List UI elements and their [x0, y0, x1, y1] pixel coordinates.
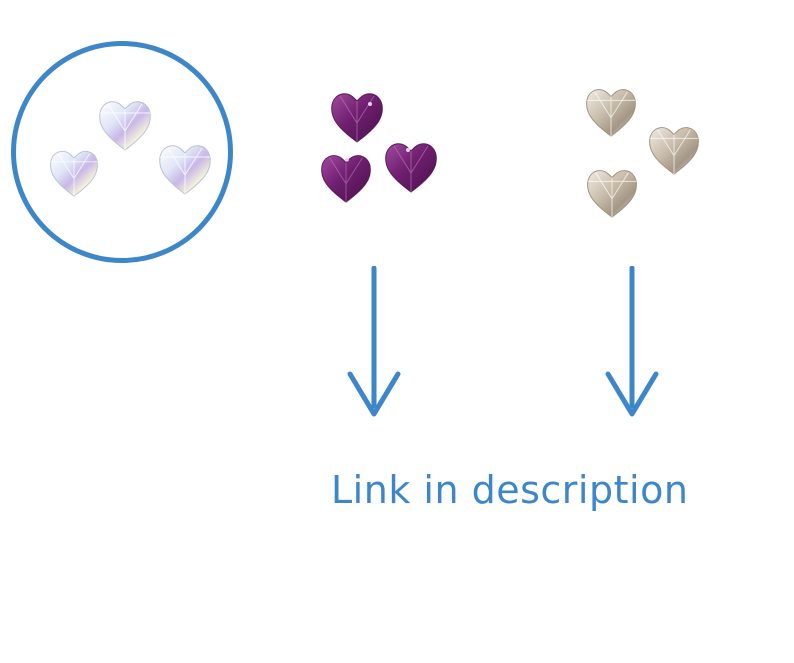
heart-silver-shade-2	[649, 127, 699, 175]
arrow-down-icon	[347, 266, 401, 417]
heart-silver-shade-3	[587, 170, 637, 218]
heart-crystal-ab-2	[50, 150, 98, 197]
link-caption[interactable]: Link in description	[331, 468, 689, 512]
selection-circle	[11, 41, 233, 263]
heart-amethyst-3	[385, 143, 437, 193]
arrow-down-icon	[605, 266, 659, 417]
variant-amethyst[interactable]	[300, 70, 460, 210]
heart-amethyst-2	[321, 155, 371, 203]
variant-crystal-ab[interactable]	[0, 0, 250, 280]
heart-amethyst-1	[331, 93, 383, 143]
heart-crystal-ab-1	[99, 101, 151, 151]
heart-crystal-ab-3	[159, 145, 211, 195]
heart-silver-shade-1	[586, 89, 636, 137]
variant-silver-shade[interactable]	[570, 70, 730, 230]
